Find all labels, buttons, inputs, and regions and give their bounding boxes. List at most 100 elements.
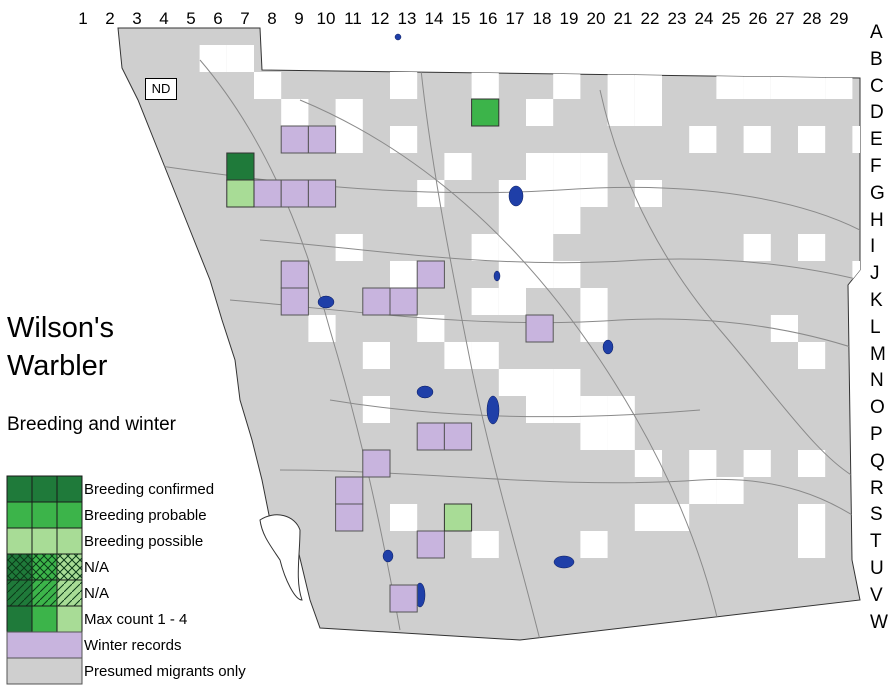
unrecorded-cell (526, 180, 554, 207)
legend-label: Max count 1 - 4 (84, 611, 188, 628)
unrecorded-cell (798, 531, 826, 558)
column-label: 11 (344, 9, 362, 28)
unrecorded-cell (580, 396, 608, 423)
unrecorded-cell (798, 342, 826, 369)
winter-record-cells (253, 125, 554, 613)
winter-record-cell (307, 179, 337, 208)
row-label: F (870, 156, 882, 177)
column-label: 1 (78, 9, 88, 28)
column-label: 2 (105, 9, 115, 28)
legend-label: N/A (84, 585, 110, 602)
unrecorded-cell (254, 72, 282, 99)
winter-record-cell (280, 179, 309, 208)
unrecorded-cell (553, 207, 581, 234)
unrecorded-cell (308, 315, 336, 342)
unrecorded-cell (553, 369, 581, 396)
column-label: 28 (802, 9, 822, 28)
unrecorded-cell (526, 234, 554, 261)
unrecorded-cell (498, 234, 526, 261)
unrecorded-cell (526, 207, 554, 234)
unrecorded-cell (689, 126, 717, 153)
column-label: 10 (316, 9, 336, 28)
unrecorded-cell (335, 126, 363, 153)
column-label: 9 (294, 9, 304, 28)
column-label: 12 (370, 9, 390, 28)
legend-swatch-cell (56, 501, 83, 529)
unrecorded-cell (580, 153, 608, 180)
legend-swatch-hatch (7, 580, 32, 606)
row-label: I (870, 236, 876, 258)
unrecorded-cell (852, 126, 860, 153)
winter-record-cell (389, 584, 418, 613)
unrecorded-cell (553, 72, 581, 99)
unrecorded-cell (526, 153, 554, 180)
row-label: O (870, 397, 885, 419)
unrecorded-cell (580, 288, 608, 315)
row-label: C (870, 75, 884, 97)
legend-swatch-winter (6, 631, 83, 659)
winter-record-cell (362, 287, 391, 316)
column-label: 24 (694, 9, 714, 28)
row-label: P (870, 424, 883, 445)
legend-swatch-cell (6, 501, 33, 529)
winter-record-cell (335, 476, 364, 505)
column-label: 16 (478, 9, 498, 28)
row-label: G (870, 182, 885, 204)
winter-record-cell (416, 260, 445, 289)
unrecorded-cell (580, 423, 608, 450)
unsurveyed-label: ND (145, 78, 177, 100)
unrecorded-cell (553, 396, 581, 423)
breeding-cell-possible (443, 503, 473, 532)
title-line-1: Wilson's (7, 312, 115, 344)
column-label: 14 (424, 9, 444, 28)
row-label: R (870, 477, 884, 499)
row-label: L (870, 316, 881, 338)
unrecorded-cell (607, 99, 635, 126)
winter-record-cell (280, 125, 309, 154)
row-label: K (870, 290, 883, 311)
unrecorded-cell (526, 99, 554, 126)
legend-label: Breeding confirmed (84, 481, 215, 498)
unrecorded-cell (471, 234, 499, 261)
unrecorded-cell (390, 72, 418, 99)
unrecorded-cell (607, 72, 635, 99)
unrecorded-cell (798, 450, 826, 477)
row-label: J (870, 263, 880, 285)
unrecorded-cell (390, 261, 418, 288)
legend-swatch-hatch (57, 554, 82, 580)
winter-record-cell (307, 125, 337, 154)
unrecorded-cell (634, 504, 662, 531)
unrecorded-cell (526, 261, 554, 288)
unrecorded-cell (607, 423, 635, 450)
winter-record-cell (416, 422, 445, 451)
column-label: 29 (829, 9, 849, 28)
unrecorded-cell (526, 396, 554, 423)
column-label: 6 (213, 9, 223, 28)
column-label: 13 (397, 9, 417, 28)
column-label: 5 (186, 9, 196, 28)
unrecorded-cell (607, 396, 635, 423)
unrecorded-cell (634, 99, 662, 126)
row-label: S (870, 504, 883, 526)
legend-label: N/A (84, 559, 110, 576)
unrecorded-cell (444, 153, 472, 180)
row-label: N (870, 370, 884, 392)
column-label: 3 (132, 9, 142, 28)
column-label: 7 (240, 9, 250, 28)
column-label: 22 (640, 9, 660, 28)
legend-swatch-cell (31, 475, 58, 503)
title-line-2: Warbler (7, 350, 108, 382)
column-label: 27 (775, 9, 795, 28)
legend-swatch-cell (31, 501, 58, 529)
unrecorded-cell (526, 369, 554, 396)
unrecorded-cell (770, 72, 798, 99)
legend (6, 475, 83, 685)
legend-swatch-cell (6, 475, 33, 503)
water-bodies (317, 33, 614, 608)
winter-record-cell (443, 422, 473, 451)
unrecorded-cell (798, 126, 826, 153)
breeding-cells (226, 98, 500, 532)
winter-record-cell (389, 287, 418, 316)
unrecorded-cell (390, 504, 418, 531)
